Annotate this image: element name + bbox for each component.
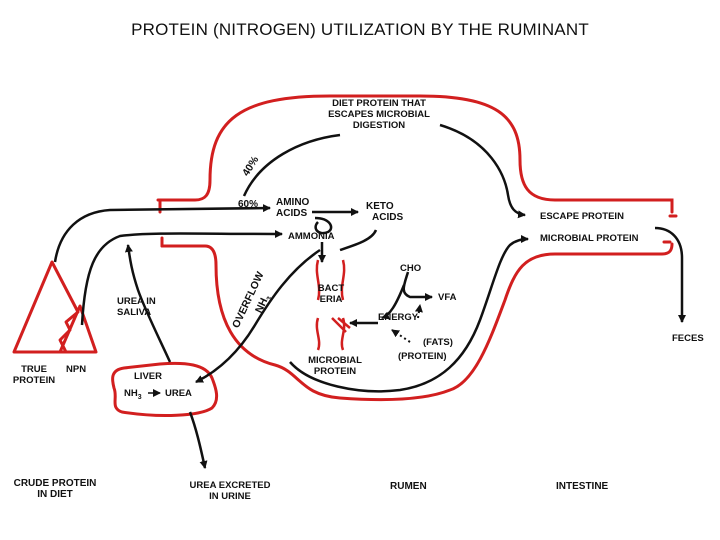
ammonia-label: AMMONIA — [288, 231, 335, 242]
bacteria-brackets — [315, 259, 351, 351]
escape-diet-label: DIET PROTEIN THAT ESCAPES MICROBIAL DIGE… — [328, 98, 430, 131]
amino-acids-label: AMINO ACIDS — [276, 197, 310, 219]
urea-saliva-label: UREA IN SALIVA — [117, 296, 156, 318]
cho-label: CHO — [400, 263, 422, 274]
urea-excreted-label: UREA EXCRETED IN URINE — [189, 480, 271, 502]
fats-label: (FATS) — [423, 337, 453, 348]
intestine-label: INTESTINE — [556, 481, 609, 492]
bacteria-label: BACT ERIA — [317, 283, 345, 305]
microbial-protein-label: MICROBIAL PROTEIN — [540, 233, 639, 244]
feces-label: FECES — [672, 333, 704, 344]
escape-protein-label: ESCAPE PROTEIN — [540, 211, 624, 222]
dashed-arrows — [391, 304, 423, 343]
npn-label: NPN — [66, 364, 87, 375]
energy-label: ENERGY — [378, 312, 419, 323]
protein-paren-label: (PROTEIN) — [398, 351, 447, 362]
page-title: PROTEIN (NITROGEN) UTILIZATION BY THE RU… — [131, 20, 589, 39]
liver-nh3-label: NH3 — [124, 388, 142, 401]
crude-protein-label: CRUDE PROTEIN IN DIET — [13, 478, 97, 500]
vfa-label: VFA — [438, 292, 457, 303]
liver-outline — [111, 361, 219, 417]
flow-arrows — [53, 123, 686, 469]
keto-acids-label: KETO ACIDS — [366, 201, 404, 223]
digestive-tract-outline — [156, 94, 678, 402]
true-protein-label: TRUE PROTEIN — [12, 364, 56, 386]
liver-label: LIVER — [134, 371, 162, 382]
rumen-label: RUMEN — [390, 481, 427, 492]
diet-triangles — [12, 260, 98, 354]
microbial-protein-rumen-label: MICROBIAL PROTEIN — [308, 355, 362, 377]
liver-urea-label: UREA — [165, 388, 192, 399]
pct-60-label: 60% — [238, 199, 259, 210]
